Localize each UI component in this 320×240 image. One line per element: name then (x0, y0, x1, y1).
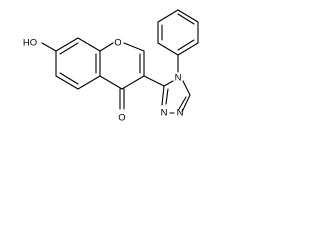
bond-link-triazole (143, 75, 165, 87)
bond-phenyl-3 (157, 9, 179, 23)
bond-benzene-inner-1 (59, 42, 79, 55)
benzene-ring (55, 37, 101, 90)
carbonyl-oxygen-label: O (118, 113, 125, 124)
triazole-n2-label: N (177, 108, 184, 119)
bond-phenyl-inner-2 (177, 13, 195, 25)
bond-benzene-inner-3 (59, 72, 79, 85)
bond-phenyl-1 (157, 42, 179, 56)
bond-hydroxyl (41, 42, 57, 52)
bond-triazole-5-inner (165, 88, 169, 105)
chemical-structure: HO O O N N N (23, 9, 199, 124)
bond-pyranone-5 (99, 75, 123, 90)
bond-phenyl-inner-3 (177, 39, 195, 51)
carbonyl-group (119, 88, 125, 110)
triazole-n1-label: N (161, 108, 168, 119)
bond-benzene-4 (77, 75, 101, 90)
molecule-canvas: HO O O N N N (0, 0, 225, 146)
triazole-ring (161, 80, 191, 114)
bond-triazole-3 (181, 94, 191, 113)
hydroxyl-label: HO (23, 38, 37, 49)
bond-pyranone-2 (123, 42, 145, 52)
bond-triazole-5 (161, 85, 165, 106)
phenyl-ring (157, 9, 199, 56)
bond-triazole-2 (182, 80, 191, 96)
bond-pyranone-1 (99, 42, 114, 52)
ring-oxygen-label: O (114, 38, 121, 49)
bond-benzene-1 (55, 37, 79, 52)
bond-phenyl-6 (177, 42, 199, 56)
bond-benzene-2 (77, 37, 101, 52)
pyranone-ring (99, 42, 145, 90)
bond-phenyl-4 (177, 9, 199, 23)
triazole-n4-label: N (175, 73, 182, 84)
bond-pyranone-4 (121, 75, 145, 90)
bond-triazole-1 (163, 80, 174, 87)
bond-benzene-5 (55, 75, 79, 90)
bond-triazole-3-inner (178, 96, 187, 110)
